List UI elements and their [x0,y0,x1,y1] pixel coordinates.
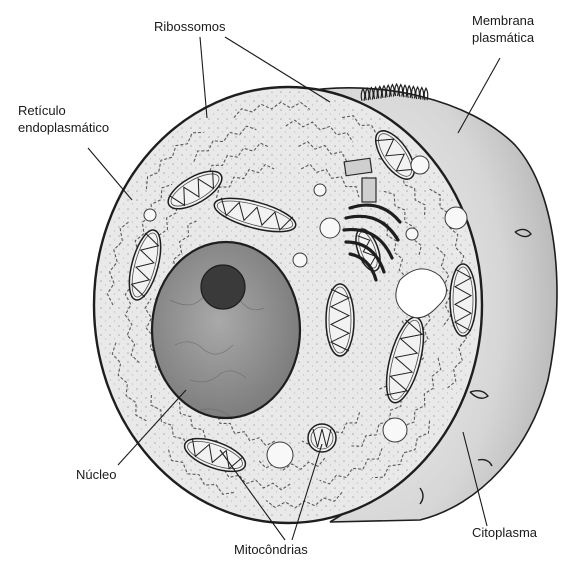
label-mitocondrias: Mitocôndrias [234,541,308,558]
label-membrana-plasmatica: Membrana plasmática [472,12,534,46]
mitochondrion [308,424,336,452]
mitochondrion [326,284,354,356]
mitochondrion [450,264,476,336]
label-reticulo-line1: Retículo [18,102,109,119]
label-membrana-line2: plasmática [472,29,534,46]
label-reticulo-endoplasmatico: Retículo endoplasmático [18,102,109,136]
label-citoplasma: Citoplasma [472,524,537,541]
label-membrana-line1: Membrana [472,12,534,29]
label-ribossomos: Ribossomos [154,18,226,35]
nucleolus [201,265,245,309]
label-reticulo-line2: endoplasmático [18,119,109,136]
label-nucleo: Núcleo [76,466,116,483]
